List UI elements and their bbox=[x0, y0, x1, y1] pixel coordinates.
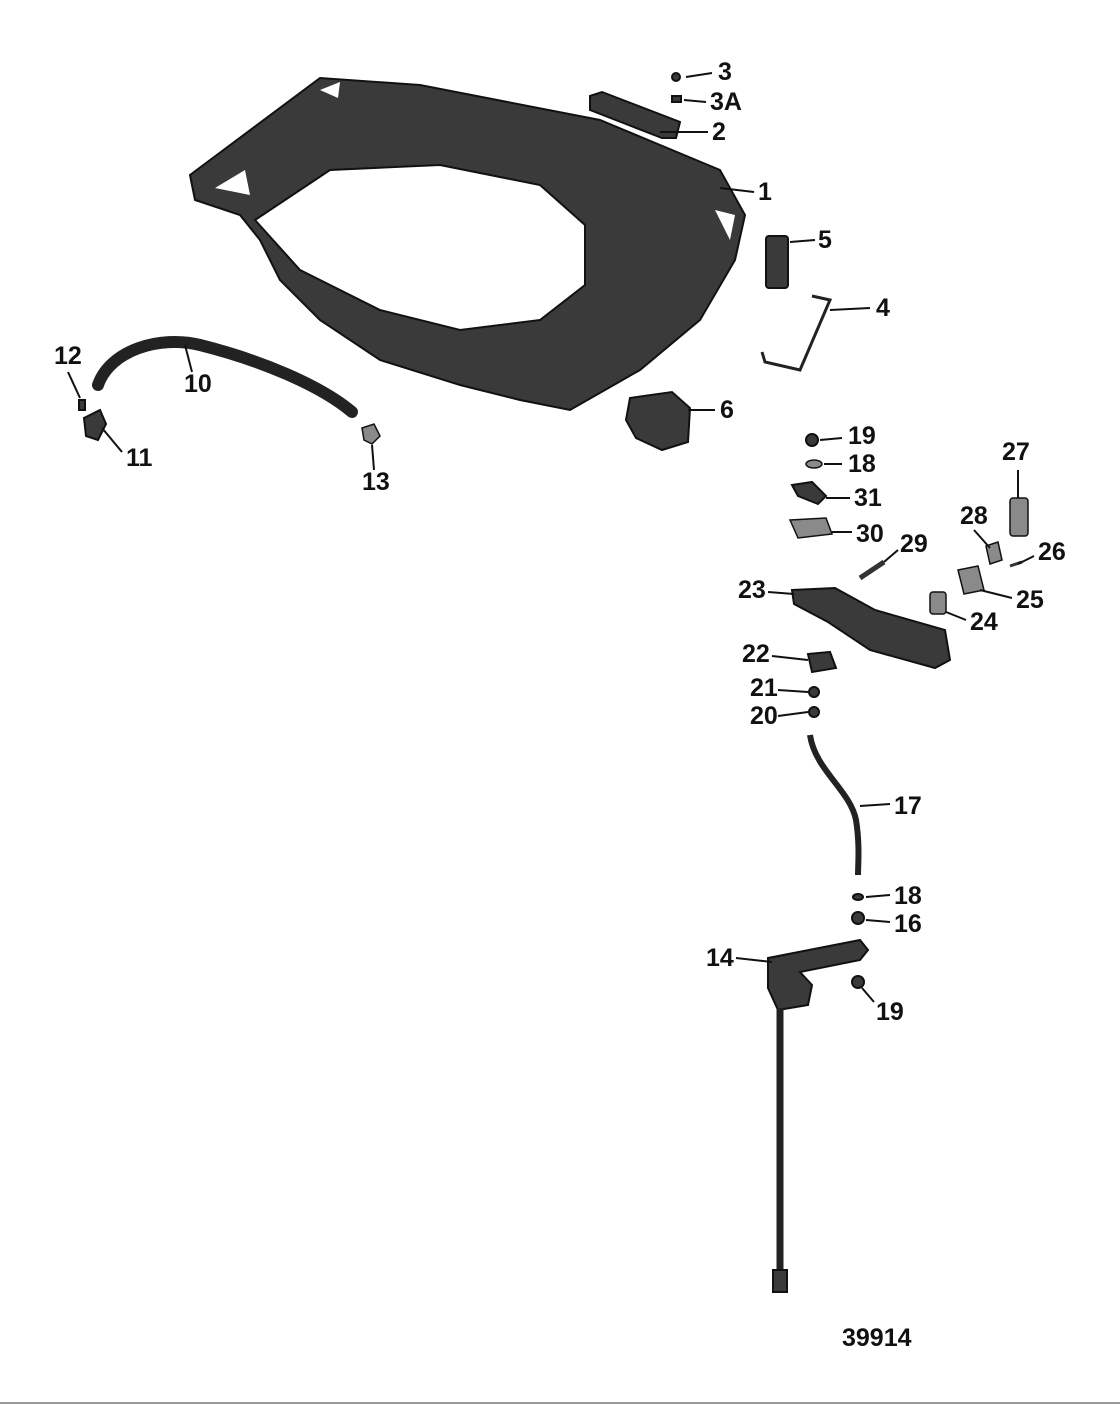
callout-3: 3 bbox=[718, 58, 732, 86]
callout-28: 28 bbox=[960, 502, 988, 530]
callout-labels: 3 3A 2 1 5 4 6 12 10 11 13 19 18 31 30 2… bbox=[54, 58, 1066, 1026]
part-19-nut-upper bbox=[805, 433, 819, 447]
part-4-wire-bail bbox=[760, 294, 833, 372]
part-5-bushing bbox=[765, 235, 789, 289]
callout-16: 16 bbox=[894, 910, 922, 938]
callout-22: 22 bbox=[742, 640, 770, 668]
part-22-block bbox=[806, 650, 838, 674]
part-29-pin bbox=[858, 559, 886, 581]
callout-21: 21 bbox=[750, 674, 778, 702]
callout-4: 4 bbox=[876, 294, 890, 322]
callout-24: 24 bbox=[970, 608, 998, 636]
callout-26: 26 bbox=[1038, 538, 1066, 566]
callout-5: 5 bbox=[818, 226, 832, 254]
callout-23: 23 bbox=[738, 576, 766, 604]
part-18-washer-upper bbox=[805, 459, 823, 469]
callout-10: 10 bbox=[184, 370, 212, 398]
part-24-pad bbox=[929, 591, 947, 615]
part-16-bushing bbox=[851, 911, 865, 925]
part-1-bottom-cowl bbox=[188, 76, 747, 412]
part-2-bracket bbox=[589, 90, 682, 139]
leader-lines bbox=[67, 72, 1035, 1003]
callout-29: 29 bbox=[900, 530, 928, 558]
part-6-mount bbox=[624, 390, 692, 452]
callout-19-upper: 19 bbox=[848, 422, 876, 450]
callout-27: 27 bbox=[1002, 438, 1030, 466]
part-17-cable bbox=[807, 734, 862, 876]
callout-20: 20 bbox=[750, 702, 778, 730]
part-30-plate bbox=[788, 517, 834, 539]
part-10-seal bbox=[92, 336, 358, 418]
part-20-nut bbox=[808, 706, 820, 718]
part-3-screw bbox=[671, 72, 681, 82]
callout-3a: 3A bbox=[710, 88, 742, 116]
callout-19-lower: 19 bbox=[876, 998, 904, 1026]
part-31-link bbox=[790, 480, 828, 506]
part-11-clip bbox=[82, 408, 108, 442]
part-19-nut-lower bbox=[851, 975, 865, 989]
callout-2: 2 bbox=[712, 118, 726, 146]
part-14-lever bbox=[767, 938, 870, 1293]
part-13-clip bbox=[361, 423, 381, 445]
callout-11: 11 bbox=[126, 444, 153, 472]
callout-18-upper: 18 bbox=[848, 450, 876, 478]
callout-14: 14 bbox=[706, 944, 734, 972]
callout-30: 30 bbox=[856, 520, 884, 548]
part-23-handle bbox=[790, 586, 952, 670]
part-3a-washer bbox=[671, 95, 682, 103]
callout-17: 17 bbox=[894, 792, 922, 820]
callout-18-lower: 18 bbox=[894, 882, 922, 910]
figure-number: 39914 bbox=[842, 1324, 912, 1352]
callout-31: 31 bbox=[854, 484, 882, 512]
part-27-knob bbox=[1009, 497, 1029, 537]
part-18-washer-lower bbox=[852, 893, 864, 901]
callout-25: 25 bbox=[1016, 586, 1044, 614]
callout-1: 1 bbox=[758, 178, 772, 206]
bottom-border bbox=[0, 1402, 1120, 1404]
part-12-screw bbox=[78, 399, 86, 411]
callout-12: 12 bbox=[54, 342, 82, 370]
callout-6: 6 bbox=[720, 396, 734, 424]
part-21-washer bbox=[808, 686, 820, 698]
callout-13: 13 bbox=[362, 468, 390, 496]
